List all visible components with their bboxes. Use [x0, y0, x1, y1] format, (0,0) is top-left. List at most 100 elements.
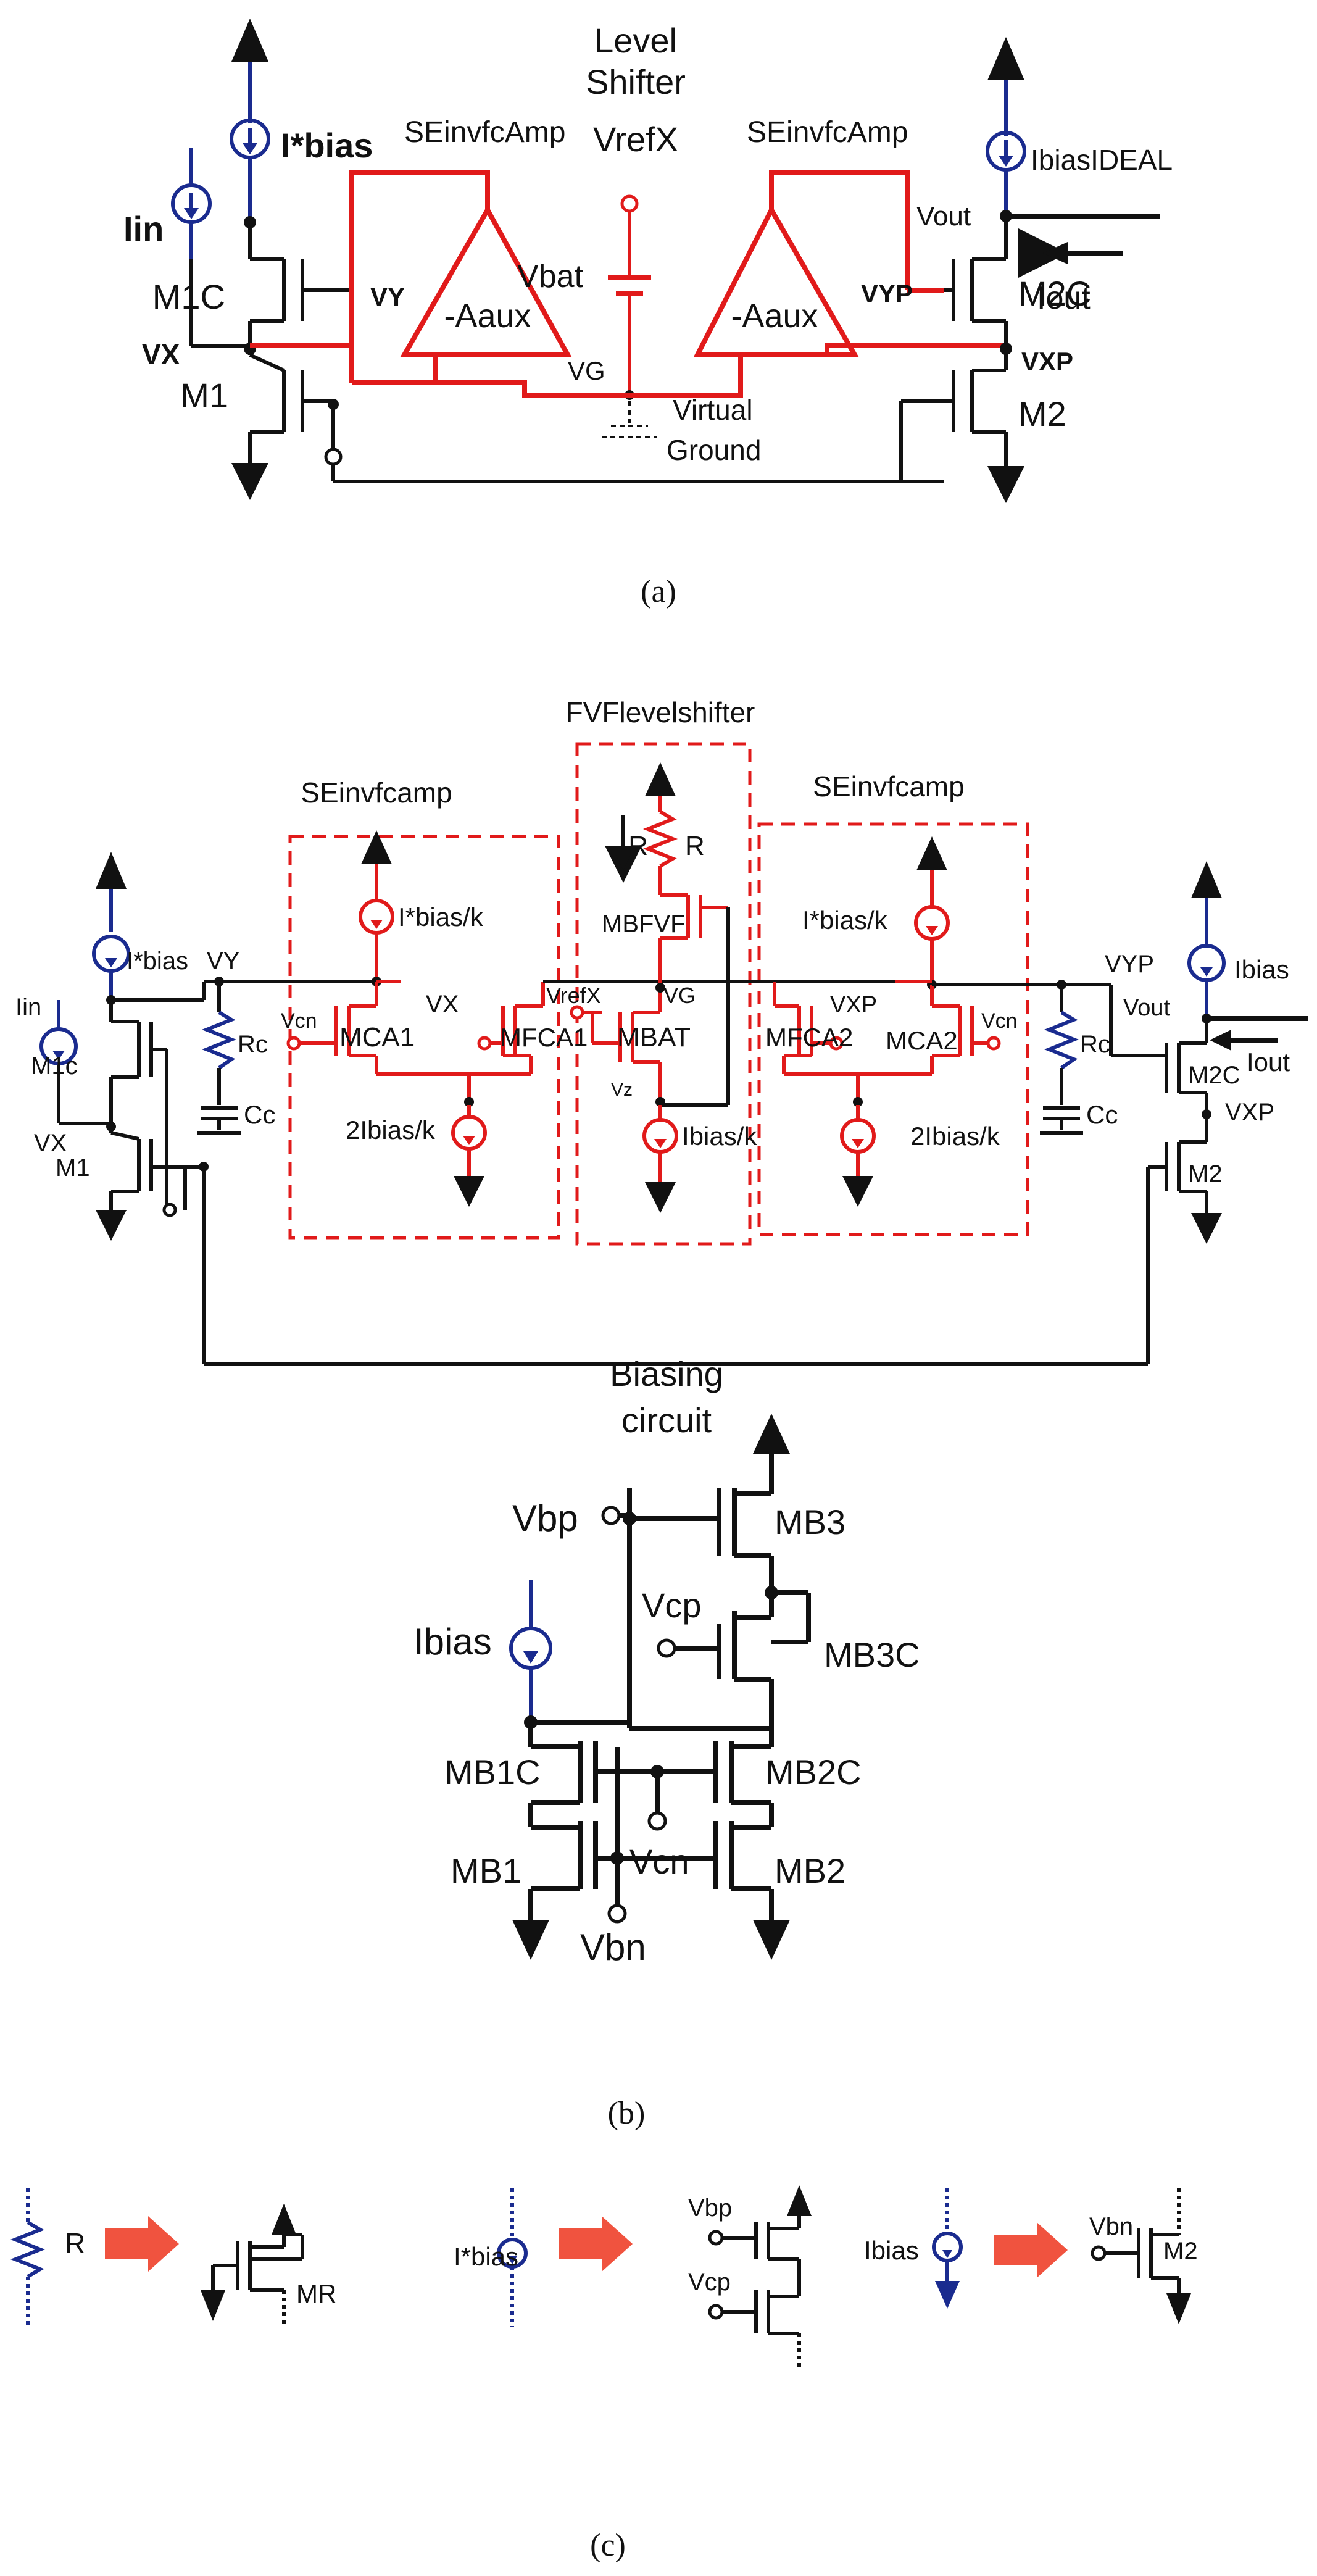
ground-arrow-icon — [512, 1920, 549, 1960]
supply-arrow-icon — [272, 2204, 296, 2235]
iout-label: Iout — [1037, 280, 1091, 316]
mbfvf-label: MBFVF — [602, 911, 686, 938]
supply-arrow-icon — [361, 830, 392, 864]
vcp-c-label: Vcp — [688, 2269, 731, 2296]
se-right-title: SEinvfcamp — [813, 770, 964, 802]
supply-arrow-icon — [645, 762, 676, 796]
transform-arrow-icon — [105, 2216, 179, 2272]
two-ibias-k-right: 2Ibias/k — [910, 1122, 1000, 1151]
vcn-bias-label: Vcn — [629, 1842, 689, 1881]
se-right-label: SEinvfcAmp — [747, 116, 908, 149]
ibias-star-k-left: I*bias/k — [398, 902, 484, 932]
mbat-label: MBAT — [617, 1022, 691, 1052]
se-left-title: SEinvfcamp — [301, 777, 452, 809]
m2-b-label: M2 — [1188, 1161, 1223, 1188]
vcp-label: Vcp — [642, 1586, 702, 1625]
ibias-star-k-right: I*bias/k — [802, 906, 888, 935]
vbp-label: Vbp — [512, 1498, 578, 1539]
ibias-b-label: Ibias — [1234, 955, 1289, 984]
vbn-label: Vbn — [580, 1927, 646, 1968]
r-label: R — [628, 831, 648, 861]
vxp-b-label: VXP — [1225, 1099, 1274, 1126]
caption-c: (c) — [590, 2528, 626, 2563]
transform-arrow-icon — [559, 2216, 633, 2272]
m1c-b-label: M1c — [31, 1052, 78, 1080]
m1c-label: M1C — [152, 277, 225, 316]
m2-label: M2 — [1018, 394, 1066, 433]
fvf-box — [575, 742, 752, 1246]
mb2c-label: MB2C — [765, 1753, 862, 1791]
vyp-b-label: VYP — [1105, 951, 1154, 978]
supply-arrow-icon — [753, 1414, 790, 1454]
m2c-label: M2C — [1018, 274, 1091, 313]
iin-label: Iin — [123, 209, 164, 248]
vcn-right-label: Vcn — [981, 1009, 1018, 1033]
se-left-box — [288, 835, 560, 1240]
mfca1-label: MFCA1 — [500, 1023, 588, 1052]
vx-label: VX — [142, 338, 180, 370]
biasing-circuit: Biasing circuit — [413, 1354, 920, 2131]
ibias-ideal-label: IbiasIDEAL — [1031, 144, 1173, 176]
cc-left-label: Cc — [244, 1100, 275, 1129]
aux-left-label: -Aaux — [444, 298, 531, 335]
se-right-box — [757, 822, 1029, 1236]
mb1c-label: MB1C — [444, 1753, 541, 1791]
current-source-icon — [92, 935, 130, 973]
resistor-icon — [1044, 1011, 1079, 1070]
mca1-label: MCA1 — [339, 1022, 415, 1052]
ground-arrow-icon — [1191, 1213, 1222, 1244]
panel-a: Level Shifter VrefX Vbat VG Virtual Grou… — [123, 19, 1173, 609]
vrefx-label: VrefX — [593, 120, 678, 159]
ibias-k-label: Ibias/k — [682, 1122, 757, 1151]
resistor-icon — [642, 810, 678, 868]
vbp-c-label: Vbp — [688, 2195, 732, 2222]
ibias-c-label: Ibias — [864, 2236, 919, 2265]
supply-arrow-icon — [1191, 861, 1222, 898]
ground-arrow-icon — [987, 466, 1024, 503]
transform-arrow-icon — [994, 2222, 1068, 2278]
mca2-label: MCA2 — [886, 1026, 958, 1055]
biasing-title-2: circuit — [621, 1401, 712, 1440]
vout-b-label: Vout — [1123, 995, 1171, 1021]
ground-arrow-icon — [201, 2290, 225, 2321]
vy-b-label: VY — [207, 948, 239, 975]
two-ibias-k-left: 2Ibias/k — [346, 1115, 436, 1144]
iin-b-label: Iin — [15, 994, 41, 1021]
mb3c-label: MB3C — [824, 1635, 920, 1674]
iin-source-icon — [39, 1027, 78, 1065]
level-shifter-title: Level — [594, 21, 677, 60]
vg-label: VG — [568, 356, 605, 385]
mb2-label: MB2 — [775, 1851, 845, 1890]
m2c-b-label: M2C — [1188, 1062, 1240, 1089]
mb1-label: MB1 — [451, 1851, 521, 1890]
vcn-left-label: Vcn — [281, 1009, 317, 1033]
supply-arrow-icon — [787, 2185, 812, 2216]
supply-arrow-icon — [987, 37, 1024, 80]
resistor-icon — [10, 2220, 46, 2278]
cc-right-label: Cc — [1086, 1100, 1118, 1129]
level-shifter-title-2: Shifter — [586, 62, 686, 101]
ibias-star-b-label: I*bias — [127, 948, 188, 975]
resistor-icon — [201, 1011, 237, 1070]
vg-b-label: VG — [663, 983, 696, 1008]
m1-b-label: M1 — [56, 1154, 90, 1182]
ground-arrow-icon — [842, 1176, 873, 1207]
iout-b-label: Iout — [1247, 1048, 1290, 1077]
supply-arrow-icon — [96, 852, 127, 889]
virtual-label: Virtual — [673, 394, 753, 426]
ground-arrow-icon — [1166, 2293, 1191, 2324]
panel-b: FVFlevelshifter SEinvfcamp SEinvfcamp — [15, 696, 1308, 1366]
fvf-title: FVFlevelshifter — [566, 696, 755, 728]
panel-c: R MR I*bias — [10, 2185, 1198, 2563]
r-c-label: R — [65, 2227, 85, 2259]
vyp-label: VYP — [861, 279, 913, 308]
ground-label: Ground — [667, 434, 761, 466]
vrefx-b-label: VrefX — [546, 983, 601, 1008]
vx-node-label: VX — [426, 991, 459, 1018]
vxp-node-label: VXP — [830, 992, 877, 1018]
mr-label: MR — [296, 2279, 336, 2308]
ground-arrow-icon — [96, 1210, 127, 1241]
current-source-icon — [1187, 944, 1226, 982]
mfca2-label: MFCA2 — [765, 1023, 853, 1052]
